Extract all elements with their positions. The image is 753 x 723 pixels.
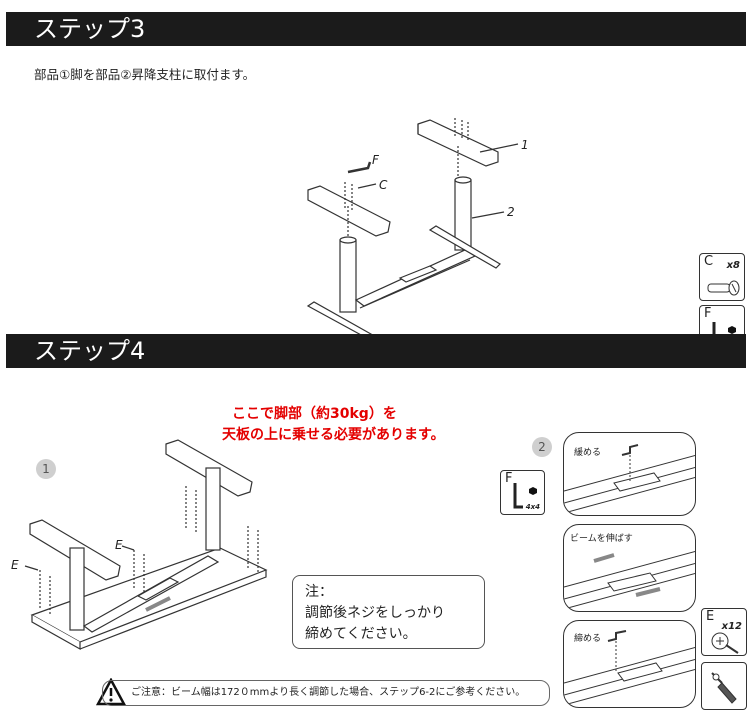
screw-icon [711,632,739,654]
callout-screw-E-center: E [115,538,123,552]
step4-header: ステップ4 [6,334,746,368]
callout-part2: 2 [507,205,515,219]
tool-F-letter: F [505,471,513,486]
sub-step-1-badge: 1 [36,459,56,479]
zoom-label-tighten: 締める [572,631,604,644]
note-box: 注： 調節後ネジをしっかり 締めてください。 [292,575,485,649]
screw-icon [707,280,740,296]
step3-instruction: 部品①脚を部品②昇降支柱に取付ます。 [34,67,256,82]
beam-tighten-illustration [564,630,695,706]
part-E-box: E x12 [701,608,747,656]
tool-F-count: 4x4 [525,503,540,511]
part-C-count: x8 [726,260,740,271]
note-line2: 締めてください。 [305,626,417,642]
callout-wrench-F: F [372,153,379,167]
zoom-panel-loosen: 緩める [563,432,696,516]
part-E-letter: E [706,609,715,624]
note-line1: 調節後ネジをしっかり [305,605,445,621]
zoom-panel-tighten: 締める [563,620,696,708]
hex-wrench-icon [513,483,537,509]
beam-extend-illustration [564,551,695,610]
caution-note: ご注意：ビーム幅は172０mmより長く調節した場合、ステップ6-2にご参考くださ… [102,680,550,706]
step3-assembly-diagram [306,118,519,343]
part-C-box: C x8 [699,253,745,301]
callout-screw-C: C [379,178,388,192]
beam-loosen-illustration [564,444,695,514]
callout-part1: 1 [521,138,529,152]
sub-step-2-badge: 2 [532,437,552,457]
warning-line1: ここで脚部（約30kg）を [232,406,397,422]
zoom-label-loosen: 緩める [572,445,604,458]
note-title: 注： [305,584,333,600]
tool-F-box: F 4x4 [500,470,545,515]
part-E-count: x12 [721,621,742,632]
step4-assembly-diagram [24,439,268,651]
callout-screw-E-left: E [11,558,19,572]
warning-line2: 天板の上に乗せる必要があります。 [222,427,445,443]
warning-text: ここで脚部（約30kg）を 天板の上に乗せる必要があります。 [222,404,445,446]
screwdriver-icon [711,672,737,704]
part-F-letter: F [704,306,712,321]
zoom-label-extend: ビームを伸ばす [568,531,635,544]
step3-header: ステップ3 [6,12,746,46]
zoom-panel-extend: ビームを伸ばす [563,524,696,612]
screwdriver-box [701,662,747,710]
part-C-letter: C [704,254,714,269]
